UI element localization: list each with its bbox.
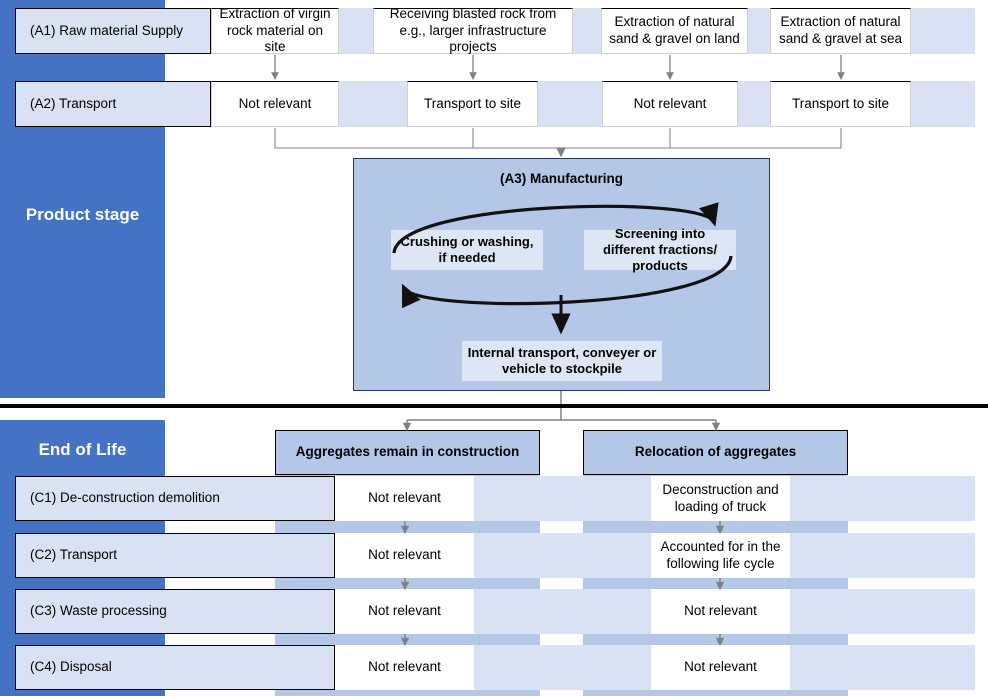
a1-cell-1: Extraction of virgin rock material on si… — [211, 6, 339, 54]
c4-row-label: (C4) Disposal — [15, 645, 335, 690]
c2-cell-1: Not relevant — [335, 533, 474, 578]
c2-cell-2: Accounted for in the following life cycl… — [651, 533, 790, 578]
product-stage-column — [0, 0, 165, 398]
a3-internal-transport-box: Internal transport, conveyer or vehicle … — [462, 341, 662, 381]
a2-cell-4: Transport to site — [770, 81, 911, 127]
a2-cell-2: Transport to site — [407, 81, 538, 127]
a3-screening-box: Screening into different fractions/ prod… — [584, 226, 736, 273]
a1-row-label: (A1) Raw material Supply — [15, 8, 211, 54]
stage-separator — [0, 404, 988, 408]
a1-cell-3: Extraction of natural sand & gravel on l… — [601, 8, 748, 54]
eol-header-aggregates-remain: Aggregates remain in construction — [275, 430, 540, 475]
a2-row-label: (A2) Transport — [15, 81, 211, 127]
c4-cell-2: Not relevant — [651, 645, 790, 690]
a1-cell-2: Receiving blasted rock from e.g., larger… — [373, 6, 573, 54]
c3-cell-2: Not relevant — [651, 589, 790, 634]
eol-header-relocation: Relocation of aggregates — [583, 430, 848, 475]
c1-row-label: (C1) De-construction demolition — [15, 476, 335, 521]
c1-cell-1: Not relevant — [335, 476, 474, 521]
c1-cell-2: Deconstruction and loading of truck — [651, 476, 790, 521]
c4-cell-1: Not relevant — [335, 645, 474, 690]
a2-cell-3: Not relevant — [602, 81, 738, 127]
c3-cell-1: Not relevant — [335, 589, 474, 634]
a1-cell-4: Extraction of natural sand & gravel at s… — [770, 8, 911, 54]
a3-title: (A3) Manufacturing — [500, 171, 623, 186]
a2-cell-1: Not relevant — [211, 81, 339, 127]
end-of-life-label: End of Life — [38, 440, 127, 459]
c3-row-label: (C3) Waste processing — [15, 589, 335, 634]
a3-crushing-box: Crushing or washing, if needed — [391, 230, 543, 270]
c2-row-label: (C2) Transport — [15, 533, 335, 578]
product-stage-label: Product stage — [25, 205, 140, 224]
